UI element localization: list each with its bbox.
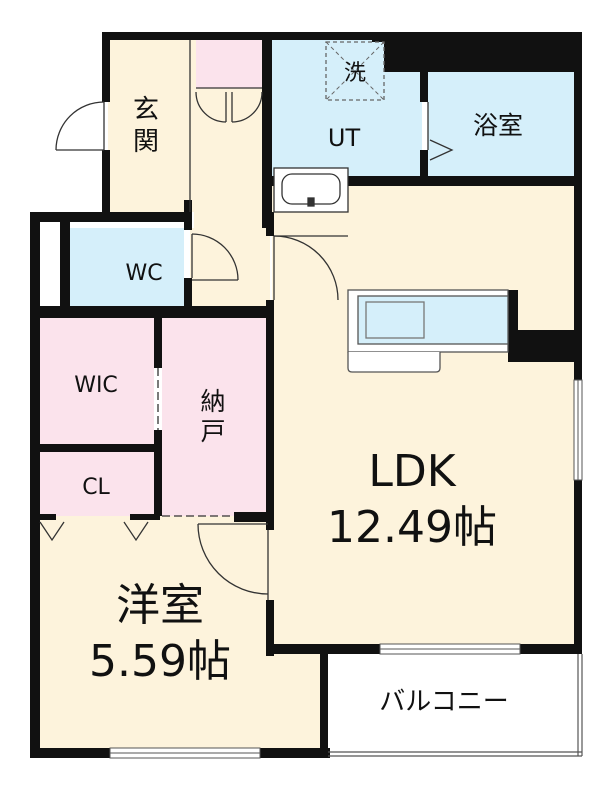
youshitsu-floor bbox=[40, 516, 320, 748]
cl-label: CL bbox=[82, 475, 110, 500]
wc-label: WC bbox=[125, 261, 162, 286]
shoe-closet bbox=[196, 40, 262, 88]
genkan-label-1: 玄 bbox=[133, 95, 159, 125]
wic-floor bbox=[40, 318, 154, 444]
nando-floor bbox=[162, 318, 266, 516]
balcony-label: バルコニー bbox=[379, 687, 508, 717]
bath-label: 浴室 bbox=[473, 111, 523, 140]
washbasin bbox=[273, 167, 349, 213]
ldk-name: LDK bbox=[368, 446, 456, 497]
room-labels: 玄 関 洗 UT 浴室 WC WIC 納 戸 CL LDK 12.49帖 洋室 … bbox=[74, 61, 523, 717]
genkan-floor bbox=[108, 40, 194, 212]
windows bbox=[109, 379, 583, 759]
ut-label: UT bbox=[328, 124, 361, 152]
wash-label: 洗 bbox=[344, 61, 366, 86]
wic-label: WIC bbox=[74, 373, 118, 398]
balcony-floor bbox=[324, 654, 574, 748]
wc-floor bbox=[68, 228, 184, 306]
balcony-outline bbox=[328, 654, 583, 757]
youshitsu-name: 洋室 bbox=[116, 580, 204, 631]
hall-lower bbox=[190, 228, 270, 306]
kitchen-counter bbox=[347, 289, 509, 373]
cl-floor bbox=[40, 450, 154, 516]
bath-floor bbox=[428, 72, 574, 176]
nando-label-2: 戸 bbox=[200, 417, 225, 446]
doors bbox=[39, 40, 454, 600]
ldk-size: 12.49帖 bbox=[327, 502, 497, 553]
youshitsu-size: 5.59帖 bbox=[89, 636, 231, 687]
nando-label-1: 納 bbox=[200, 387, 225, 416]
genkan-label-2: 関 bbox=[133, 127, 159, 157]
washing-machine bbox=[325, 41, 385, 101]
ldk-floor bbox=[272, 184, 574, 644]
